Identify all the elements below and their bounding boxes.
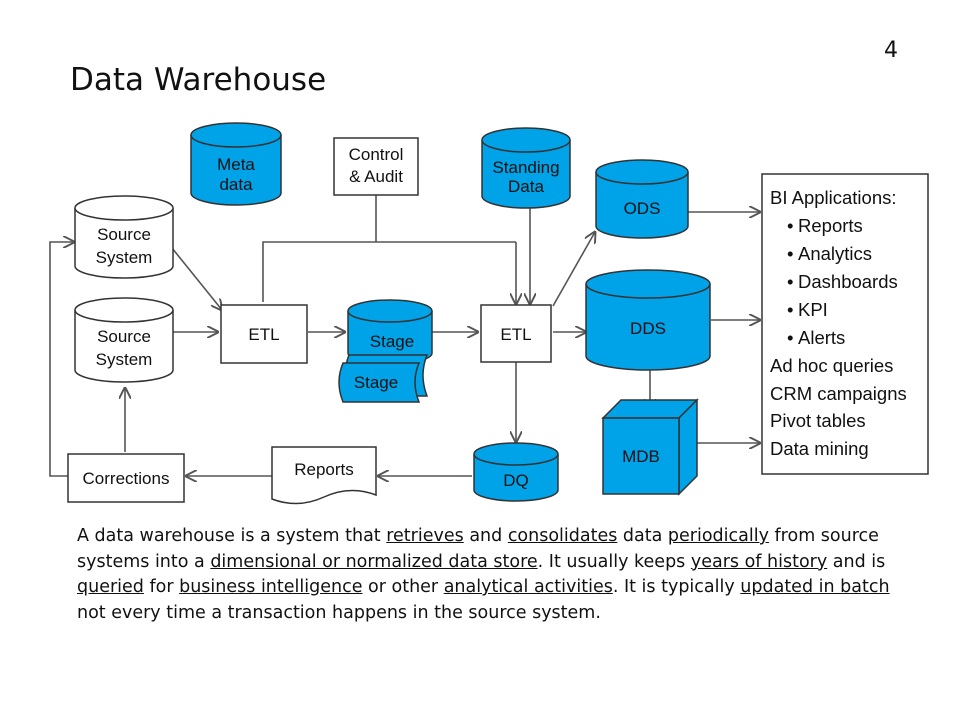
underlined-term: analytical activities	[443, 577, 613, 597]
standing-data-label-line1: Standing	[492, 158, 559, 177]
bullet-glyph: •	[787, 327, 793, 348]
underlined-term: queried	[77, 577, 144, 597]
control-audit-label-line2: & Audit	[349, 167, 403, 186]
reports-document: Reports	[271, 446, 377, 505]
source-system-2-label-line1: Source	[97, 327, 151, 346]
bi-bullet-reports: Reports	[798, 215, 863, 236]
ods-label: ODS	[624, 199, 661, 218]
bi-bullet-dashboards: Dashboards	[798, 271, 898, 292]
slide-number: 4	[884, 38, 898, 63]
bi-bullet-analytics: Analytics	[798, 243, 872, 264]
description-paragraph: A data warehouse is a system that retrie…	[77, 526, 890, 623]
bi-applications-panel: BI Applications: • Reports • Analytics •…	[761, 173, 929, 475]
corrections-label: Corrections	[83, 469, 170, 488]
underlined-term: years of history	[690, 551, 828, 572]
source-system-cylinder-2: Source System	[74, 297, 174, 383]
underlined-term: retrieves	[386, 526, 464, 546]
etl-box-2: ETL	[480, 304, 552, 363]
underlined-term: dimensional or normalized data store	[210, 551, 538, 572]
arrow-corrections-to-source1	[49, 242, 74, 477]
underlined-term: business intelligence	[179, 577, 363, 597]
mdb-cube: MDB	[601, 398, 699, 496]
stage-cylinder-label: Stage	[370, 332, 414, 351]
meta-data-cylinder: Meta data	[190, 122, 282, 206]
standing-data-cylinder: Standing Data	[481, 127, 571, 209]
bi-item-ad-hoc-queries: Ad hoc queries	[770, 355, 893, 376]
source-system-cylinder-1: Source System	[74, 195, 174, 279]
mdb-label: MDB	[622, 447, 660, 466]
data-warehouse-diagram: Meta data Control & Audit Standing Data …	[49, 122, 929, 505]
bullet-glyph: •	[787, 299, 793, 320]
etl-2-label: ETL	[500, 325, 531, 344]
stage-file-shape: Stage	[338, 354, 429, 403]
stage-cylinder: Stage	[347, 299, 433, 365]
etl-1-label: ETL	[248, 325, 279, 344]
source-system-1-label-line1: Source	[97, 225, 151, 244]
dds-cylinder: DDS	[585, 269, 711, 371]
dq-label: DQ	[503, 471, 529, 490]
bullet-glyph: •	[787, 215, 793, 236]
etl-box-1: ETL	[220, 304, 308, 364]
bi-heading: BI Applications:	[770, 187, 897, 208]
connectors	[49, 195, 760, 477]
arrow-source1-to-etl1	[171, 247, 222, 310]
bi-item-crm-campaigns: CRM campaigns	[770, 383, 907, 404]
control-audit-box: Control & Audit	[333, 137, 419, 196]
meta-data-label-line2: data	[219, 175, 253, 194]
underlined-term: updated in batch	[740, 577, 890, 597]
control-audit-label-line1: Control	[349, 145, 404, 164]
underlined-term: consolidates	[507, 526, 618, 546]
underlined-term: periodically	[667, 526, 769, 546]
bullet-glyph: •	[787, 243, 793, 264]
dds-label: DDS	[630, 319, 666, 338]
source-system-1-label-line2: System	[96, 248, 153, 267]
bi-item-data-mining: Data mining	[770, 438, 869, 459]
bi-bullet-alerts: Alerts	[798, 327, 845, 348]
source-system-2-label-line2: System	[96, 350, 153, 369]
corrections-box: Corrections	[67, 453, 185, 503]
slide-title: Data Warehouse	[70, 62, 327, 98]
dq-cylinder: DQ	[473, 442, 559, 502]
meta-data-label-line1: Meta	[217, 155, 255, 174]
bi-bullet-kpi: KPI	[798, 299, 828, 320]
line-audit-bus	[262, 241, 516, 302]
bi-item-pivot-tables: Pivot tables	[770, 410, 866, 431]
ods-cylinder: ODS	[595, 159, 689, 239]
standing-data-label-line2: Data	[508, 177, 544, 196]
bullet-glyph: •	[787, 271, 793, 292]
stage-file-label: Stage	[354, 373, 398, 392]
reports-label: Reports	[294, 460, 354, 479]
arrow-etl2-to-ods	[552, 232, 595, 307]
